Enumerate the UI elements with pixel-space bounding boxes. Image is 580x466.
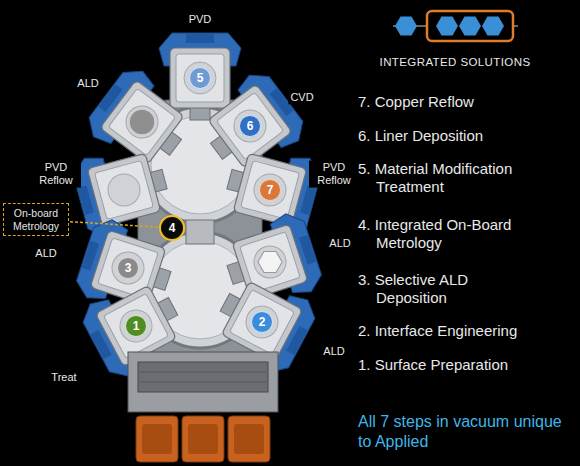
- foup: [136, 416, 178, 462]
- icon-hexagon: [459, 17, 481, 36]
- foup-door: [188, 424, 218, 454]
- note: All 7 steps in vacuum unique to Applied: [358, 412, 563, 451]
- chamber-number: 1: [125, 315, 147, 337]
- icon-hexagon: [436, 17, 458, 36]
- callout-number: 3: [125, 262, 132, 274]
- foup-door: [142, 424, 172, 454]
- foups: [136, 416, 270, 462]
- pass-through: [186, 220, 214, 244]
- icon-bracket: [427, 11, 513, 41]
- chamber-number: 2: [251, 311, 273, 333]
- metrology-number: 4: [159, 215, 185, 241]
- chamber-label: PVD Reflow: [309, 161, 359, 188]
- chamber-marker: [258, 252, 282, 273]
- chamber-number: 6: [239, 115, 261, 137]
- icon-hexagon: [395, 17, 417, 36]
- step-item: 3. Selective ALD Deposition: [358, 271, 536, 308]
- chamber-number: 5: [189, 67, 211, 89]
- chamber-label: PVD: [187, 13, 214, 26]
- chamber-number: 3: [117, 257, 139, 279]
- chamber-label: ALD: [33, 247, 58, 260]
- callout-number: 6: [247, 120, 254, 132]
- panel-line: [140, 372, 266, 373]
- step-item: 1. Surface Preparation: [358, 356, 536, 374]
- callout-text: On-board Metrology: [9, 207, 63, 232]
- step-item: 5. Material Modification Treatment: [358, 160, 536, 197]
- chamber-label: ALD: [327, 237, 352, 250]
- step-item: 7. Copper Reflow: [358, 93, 536, 111]
- integrated-solutions-icon: [393, 11, 518, 41]
- foup: [228, 416, 270, 462]
- chamber-number: 7: [259, 179, 281, 201]
- step-item: 6. Liner Deposition: [358, 127, 536, 145]
- factory-interface: [128, 352, 278, 412]
- callout-box: On-board Metrology: [3, 203, 69, 236]
- callout-number: 7: [267, 184, 274, 196]
- chamber-label: CVD: [288, 91, 315, 104]
- chamber-label: ALD: [321, 345, 346, 358]
- callout-number: 1: [133, 320, 140, 332]
- chamber-label: ALD: [75, 77, 100, 90]
- factory-interface-panel: [138, 362, 268, 392]
- leader-connector: [70, 222, 158, 227]
- chamber-marker: [129, 109, 155, 135]
- section-heading: INTEGRATED SOLUTIONS: [378, 55, 533, 69]
- step-item: 4. Integrated On-Board Metrology: [358, 216, 536, 253]
- foup: [182, 416, 224, 462]
- step-item: 2. Interface Engineering: [358, 322, 536, 340]
- chamber-label: Treat: [49, 371, 78, 384]
- callout-number: 2: [259, 316, 266, 328]
- icon-hexagon: [482, 17, 504, 36]
- process-chambers: [70, 33, 326, 383]
- callout-number: 4: [169, 222, 176, 234]
- chamber-label: PVD Reflow: [31, 161, 81, 188]
- foup-door: [234, 424, 264, 454]
- callout-number: 5: [197, 72, 204, 84]
- load-lock: [128, 352, 278, 412]
- panel-line: [140, 382, 266, 383]
